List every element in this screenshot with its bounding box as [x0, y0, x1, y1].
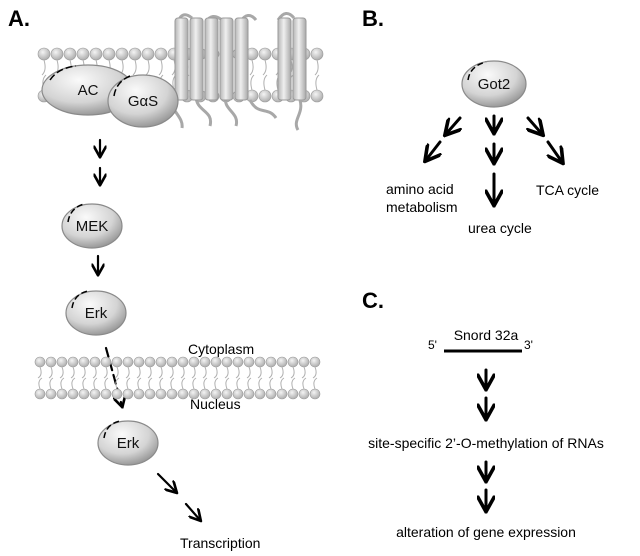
got2-node: Got2	[461, 60, 527, 108]
panel-label-c: C.	[362, 288, 384, 313]
nuclear-membrane	[34, 356, 321, 400]
arrow-got2-amino-1	[446, 116, 460, 134]
gas-node: GαS	[107, 74, 179, 128]
methylation-label: site-specific 2’-O-methylation of RNAs	[368, 435, 604, 451]
three-prime-label: 3'	[524, 338, 533, 352]
erk-cyto-node: Erk	[65, 290, 127, 336]
snord-label: Snord 32a	[454, 327, 519, 343]
cytoplasm-label: Cytoplasm	[188, 341, 254, 357]
panel-label-b: B.	[362, 6, 384, 31]
mek-label: MEK	[76, 218, 109, 235]
amino-acid-label: amino acid	[386, 181, 454, 197]
urea-cycle-label: urea cycle	[468, 220, 532, 236]
gas-label: GαS	[128, 93, 158, 110]
ac-label: AC	[78, 82, 99, 99]
mek-node: MEK	[61, 203, 123, 249]
got2-label: Got2	[478, 76, 511, 93]
erk-nuc-node: Erk	[97, 420, 159, 466]
arrow-got2-tca-1	[528, 116, 542, 134]
arrow-erk-transcription-2	[184, 502, 200, 520]
arrow-erk-transcription-1	[156, 472, 176, 492]
gpcr-receptor	[169, 12, 307, 131]
metabolism-label: metabolism	[386, 199, 458, 215]
erk-nuc-label: Erk	[117, 435, 140, 452]
five-prime-label: 5'	[428, 338, 437, 352]
arrow-got2-amino-2	[426, 140, 440, 160]
erk-cyto-label: Erk	[85, 305, 108, 322]
panel-label-a: A.	[8, 6, 30, 31]
gene-expression-label: alteration of gene expression	[396, 524, 576, 540]
nucleus-label: Nucleus	[190, 396, 241, 412]
arrow-got2-tca-2	[548, 140, 562, 162]
transcription-label: Transcription	[180, 535, 260, 551]
tca-cycle-label: TCA cycle	[536, 182, 599, 198]
arrows-b	[426, 114, 562, 204]
